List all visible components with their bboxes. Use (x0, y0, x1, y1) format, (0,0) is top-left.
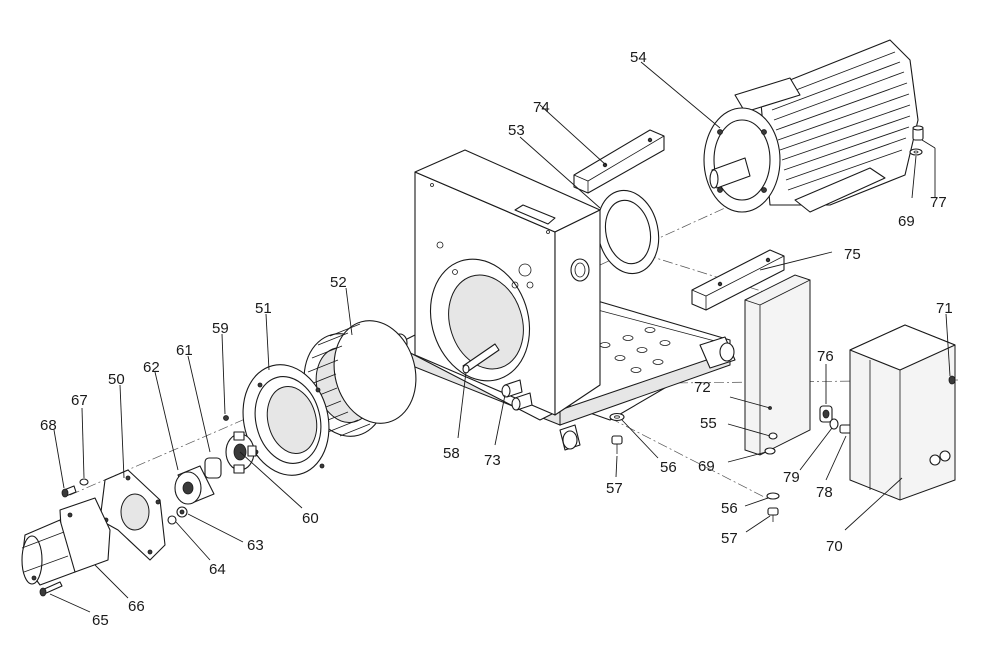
label-56-plate: 56 (721, 500, 738, 517)
label-73: 73 (484, 452, 501, 469)
label-61: 61 (176, 342, 193, 359)
plate-screw (768, 432, 778, 440)
label-50: 50 (108, 371, 125, 388)
pump-bracket (99, 469, 166, 561)
label-63: 63 (247, 537, 264, 554)
lower-mounting-rail (691, 249, 785, 311)
label-62: 62 (143, 359, 160, 376)
label-68: 68 (40, 417, 57, 434)
bracket-screw (61, 485, 77, 498)
label-64: 64 (209, 561, 226, 578)
hex-nut (176, 506, 188, 518)
label-78: 78 (816, 484, 833, 501)
cable-gland (819, 405, 833, 423)
label-52: 52 (330, 274, 347, 291)
plate-washer (764, 447, 776, 455)
label-60: 60 (302, 510, 319, 527)
cabinet-screw (948, 375, 956, 385)
label-72: 72 (694, 379, 711, 396)
hydraulic-pump (21, 497, 111, 586)
label-77: 77 (930, 194, 947, 211)
label-55: 55 (700, 415, 717, 432)
label-57-base: 57 (606, 480, 623, 497)
label-79: 79 (783, 469, 800, 486)
label-65: 65 (92, 612, 109, 629)
label-56-base: 56 (660, 459, 677, 476)
base-slots (599, 327, 671, 373)
set-screw (223, 415, 229, 421)
cabinet-mounting-plate (744, 274, 811, 456)
motor-bolt (912, 125, 924, 141)
base-bolt (611, 435, 623, 454)
bracket-washer (79, 478, 89, 486)
base-washer (609, 412, 625, 422)
coupling-hub (174, 457, 222, 505)
label-74: 74 (533, 99, 550, 116)
pump-bolt (39, 581, 63, 597)
upper-mounting-rail (573, 129, 665, 194)
electrical-cabinet (849, 324, 956, 501)
label-70: 70 (826, 538, 843, 555)
label-54: 54 (630, 49, 647, 66)
impeller-blades (305, 323, 371, 437)
motor-cooling-fins (769, 51, 911, 191)
leader-lines (49, 61, 951, 613)
part-labels: 50 51 52 53 54 55 56 56 57 57 58 59 60 6… (40, 49, 953, 629)
label-75: 75 (844, 246, 861, 263)
label-53: 53 (508, 122, 525, 139)
lock-washer (167, 515, 177, 525)
blower-housing (392, 149, 736, 451)
inlet-ring (242, 364, 330, 476)
blower-impeller (303, 320, 417, 437)
electric-motor (703, 39, 919, 213)
label-66: 66 (128, 598, 145, 615)
label-51: 51 (255, 300, 272, 317)
label-71: 71 (936, 300, 953, 317)
label-57-plate: 57 (721, 530, 738, 547)
label-76: 76 (817, 348, 834, 365)
gland-washer (829, 418, 839, 430)
label-58: 58 (443, 445, 460, 462)
motor-washer (909, 148, 923, 156)
label-69-plate: 69 (698, 458, 715, 475)
hose-fittings (501, 379, 533, 411)
label-69-motor: 69 (898, 213, 915, 230)
label-67: 67 (71, 392, 88, 409)
plate-lower-bolt (767, 507, 779, 522)
label-59: 59 (212, 320, 229, 337)
motor-flange-ring (596, 189, 660, 275)
plate-lower-washer (766, 492, 780, 500)
